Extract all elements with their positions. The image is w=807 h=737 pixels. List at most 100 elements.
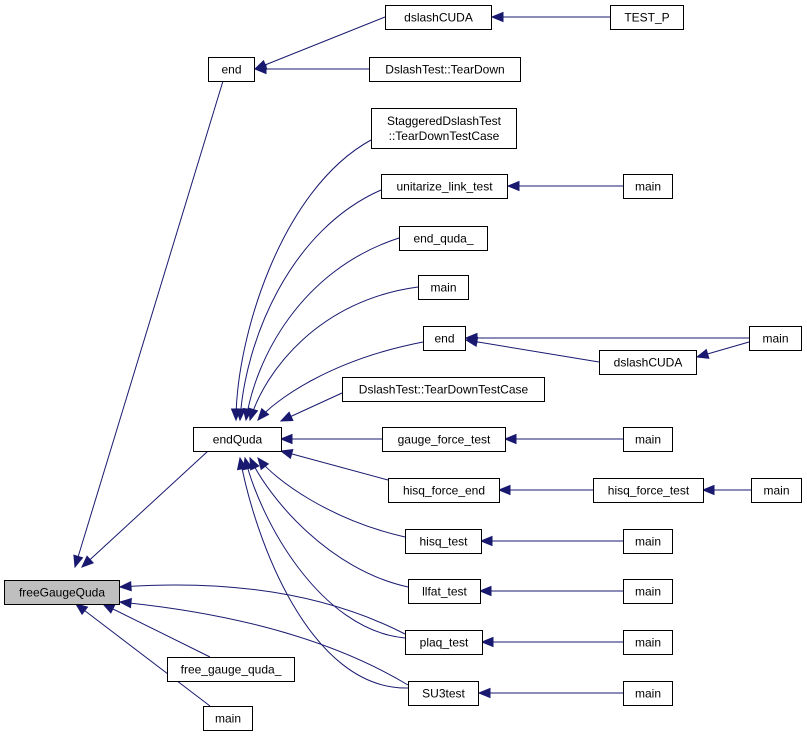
edge-line [235, 139, 372, 421]
node-label: main [635, 687, 661, 701]
arrowhead-icon [480, 636, 494, 648]
function-node[interactable]: main [418, 275, 469, 300]
function-node[interactable]: end [208, 57, 255, 82]
node-box [208, 57, 255, 82]
function-node[interactable]: gauge_force_test [382, 427, 506, 452]
root-function-node[interactable]: freeGaugeQuda [4, 580, 120, 605]
arrowhead-icon [249, 456, 260, 471]
function-node[interactable]: llfat_test [408, 579, 481, 604]
function-node[interactable]: main [203, 706, 253, 731]
edge-n12-n11 [464, 332, 749, 344]
function-node[interactable]: main [623, 174, 673, 199]
edge-n12-n13 [695, 341, 750, 359]
function-node[interactable]: main [623, 427, 673, 452]
edge-n13-n11 [464, 336, 600, 363]
node-label: DslashTest::TearDownTestCase [359, 383, 529, 397]
function-node[interactable]: DslashTest::TearDown [369, 57, 521, 82]
node-label: end_quda_ [413, 232, 473, 246]
arrowhead-icon [478, 585, 492, 597]
node-box [423, 326, 466, 351]
edge-n3-n2 [490, 11, 610, 23]
edge-line [102, 603, 211, 658]
edge-n15-n5 [279, 433, 382, 445]
function-node[interactable]: end [423, 326, 466, 351]
node-label: free_gauge_quda_ [181, 663, 282, 677]
function-node[interactable]: main [749, 326, 802, 351]
node-box [203, 706, 253, 731]
node-box [749, 326, 802, 351]
function-node[interactable]: main [751, 478, 802, 503]
node-label: end [434, 332, 454, 346]
edge-line [119, 601, 409, 686]
arrowhead-icon [503, 433, 517, 445]
arrowhead-icon [118, 597, 132, 609]
edge-line [245, 237, 400, 421]
node-box [623, 529, 673, 554]
edge-line [465, 339, 600, 363]
function-node[interactable]: plaq_test [405, 630, 483, 655]
edge-n25-n24 [480, 636, 623, 648]
arrowhead-icon [279, 411, 294, 422]
node-label: SU3test [422, 687, 465, 701]
node-box [193, 427, 282, 452]
node-label: gauge_force_test [398, 433, 491, 447]
arrowhead-icon [74, 603, 89, 616]
node-box [751, 478, 802, 503]
function-node[interactable]: unitarize_link_test [381, 174, 508, 199]
function-node[interactable]: dslashCUDA [385, 5, 492, 30]
node-label: hisq_force_test [608, 484, 690, 498]
node-box [623, 427, 673, 452]
edge-n23-n22 [478, 585, 623, 597]
arrowhead-icon [490, 11, 504, 23]
function-node[interactable]: TEST_P [610, 5, 684, 30]
function-node[interactable]: hisq_force_test [593, 478, 704, 503]
function-node[interactable]: hisq_test [405, 529, 482, 554]
node-box [388, 478, 500, 503]
edge-line [239, 189, 382, 421]
edge-line [257, 457, 406, 538]
function-node[interactable]: main [623, 630, 673, 655]
node-box [405, 630, 483, 655]
node-box [623, 681, 673, 706]
node-label: freeGaugeQuda [19, 586, 105, 600]
function-node[interactable]: hisq_force_end [388, 478, 500, 503]
function-node[interactable]: end_quda_ [399, 226, 488, 251]
arrowhead-icon [701, 484, 715, 496]
function-node[interactable]: main [623, 681, 673, 706]
edge-n8-n7 [506, 180, 623, 192]
edge-n21-n20 [479, 535, 623, 547]
edge-n7-n5 [235, 189, 382, 422]
function-node[interactable]: free_gauge_quda_ [167, 657, 295, 682]
arrowhead-icon [464, 336, 479, 348]
node-label: main [430, 281, 456, 295]
edge-n29-n0 [74, 603, 211, 707]
function-node[interactable]: StaggeredDslashTest::TearDownTestCase [371, 108, 517, 149]
edge-n26-n0 [118, 597, 409, 686]
node-label: ::TearDownTestCase [389, 129, 500, 143]
arrowhead-icon [118, 580, 132, 592]
edge-line [75, 603, 211, 707]
node-box [599, 350, 697, 375]
edge-n24-n0 [118, 580, 406, 635]
edge-line [254, 16, 386, 70]
node-box [623, 630, 673, 655]
node-label: main [635, 180, 661, 194]
function-node[interactable]: DslashTest::TearDownTestCase [342, 377, 545, 402]
node-box [371, 108, 517, 149]
function-node[interactable]: main [623, 529, 673, 554]
function-node[interactable]: main [623, 579, 673, 604]
edge-n10-n5 [248, 286, 419, 422]
node-box [385, 5, 492, 30]
arrowhead-icon [479, 535, 493, 547]
arrowhead-icon [235, 408, 246, 422]
arrowhead-icon [248, 407, 259, 422]
node-box [593, 478, 704, 503]
function-node[interactable]: endQuda [193, 427, 282, 452]
edge-n17-n5 [279, 448, 389, 481]
arrowhead-icon [497, 484, 511, 496]
function-node[interactable]: SU3test [408, 681, 479, 706]
edge-line [119, 584, 406, 635]
function-node[interactable]: dslashCUDA [599, 350, 697, 375]
node-box [623, 174, 673, 199]
